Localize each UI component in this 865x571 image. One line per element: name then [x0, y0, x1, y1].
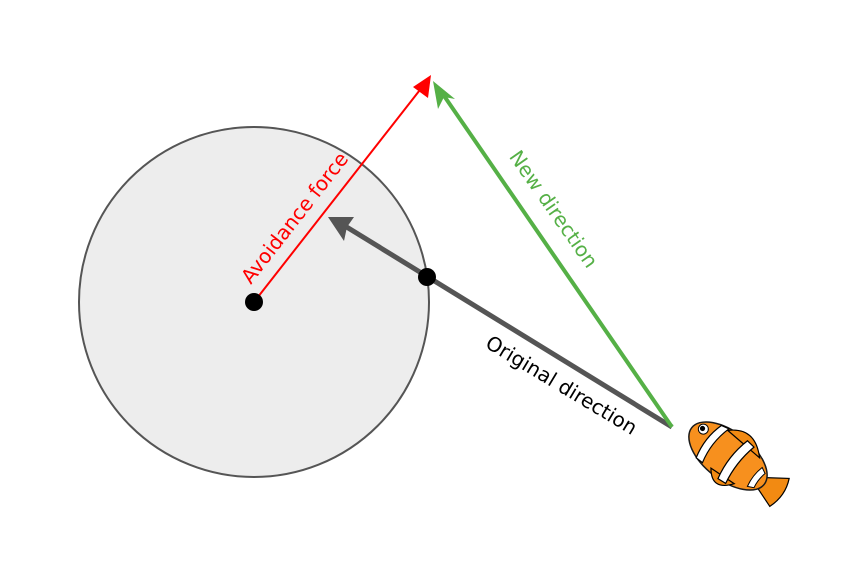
obstacle-center-dot: [245, 293, 263, 311]
new-direction-line: [438, 88, 674, 429]
avoidance-force-line: [253, 85, 424, 303]
clownfish-icon: [688, 421, 790, 508]
original-direction-line: [343, 223, 674, 430]
intersection-dot: [418, 268, 436, 286]
avoidance-force-arrowhead: [413, 75, 431, 98]
original-direction-arrowhead: [328, 217, 354, 241]
new-direction-arrowhead: [433, 81, 455, 109]
